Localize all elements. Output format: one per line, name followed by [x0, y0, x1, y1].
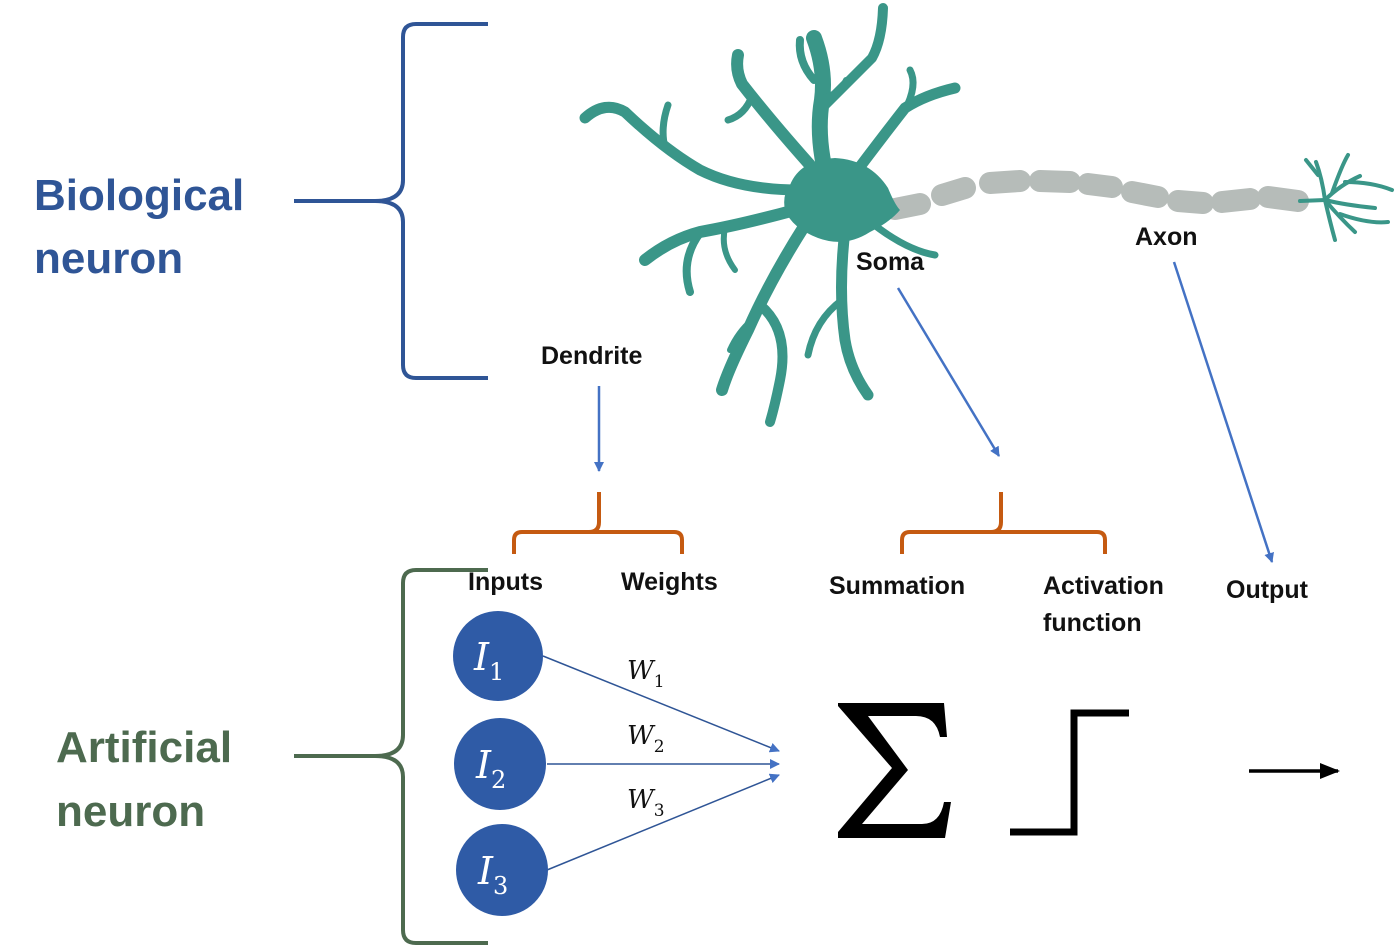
- step-function-icon: [1010, 709, 1129, 836]
- weighted-connections: [542, 655, 780, 871]
- activation-label-line1: Activation: [1043, 572, 1164, 600]
- biological-title-line2: neuron: [34, 234, 183, 283]
- weight-2-label: W2: [627, 721, 665, 757]
- input-1-symbol: I: [473, 635, 490, 679]
- axon-terminal: [1298, 153, 1394, 242]
- input-1-subscript: 1: [489, 658, 504, 686]
- input-node-3: I3: [456, 824, 548, 916]
- weights-label: Weights: [621, 568, 718, 596]
- svg-text:I1: I1: [473, 635, 504, 686]
- artificial-title-line2: neuron: [56, 787, 205, 836]
- output-label: Output: [1226, 576, 1309, 604]
- weight-3-label: W3: [627, 785, 665, 821]
- input-2-symbol: I: [475, 743, 492, 787]
- input-node-1: I1: [453, 611, 543, 701]
- input-3-symbol: I: [477, 849, 494, 893]
- summation-label: Summation: [829, 572, 965, 600]
- dendrite-orange-bracket: [512, 492, 684, 554]
- artificial-brace: [294, 568, 488, 945]
- neuron-illustration: [579, 3, 1394, 427]
- soma-mapping-arrow: [896, 287, 1001, 457]
- soma-body: [784, 158, 900, 242]
- svg-text:I2: I2: [475, 743, 506, 794]
- connection-3: [546, 773, 780, 871]
- summation-sigma-icon: [838, 703, 951, 838]
- biological-title-line1: Biological: [34, 171, 244, 220]
- input-node-2: I2: [454, 718, 546, 810]
- axon-label: Axon: [1135, 223, 1198, 251]
- inputs-label: Inputs: [468, 568, 543, 596]
- activation-label-line2: function: [1043, 609, 1142, 637]
- artificial-title-line1: Artificial: [56, 723, 232, 772]
- soma-label: Soma: [856, 248, 925, 276]
- weight-3-subscript: 3: [654, 801, 665, 821]
- input-3-subscript: 3: [493, 872, 508, 900]
- svg-text:I3: I3: [477, 849, 508, 900]
- soma-orange-bracket: [900, 492, 1107, 554]
- weight-1-symbol: W: [627, 656, 656, 686]
- axon-myelin-segments: [884, 170, 1309, 220]
- input-2-subscript: 2: [491, 766, 506, 794]
- artificial-title: Artificial neuron: [56, 723, 232, 836]
- biological-title: Biological neuron: [34, 171, 244, 283]
- biological-brace: [294, 22, 488, 380]
- weight-1-label: W1: [627, 656, 665, 692]
- axon-mapping-arrow: [1172, 261, 1274, 563]
- weight-2-symbol: W: [627, 721, 656, 751]
- connection-1: [542, 655, 780, 753]
- weight-2-subscript: 2: [654, 737, 665, 757]
- weight-1-subscript: 1: [654, 672, 665, 692]
- dendrite-label: Dendrite: [541, 342, 643, 370]
- dendrites: [579, 3, 961, 427]
- weight-3-symbol: W: [627, 785, 656, 815]
